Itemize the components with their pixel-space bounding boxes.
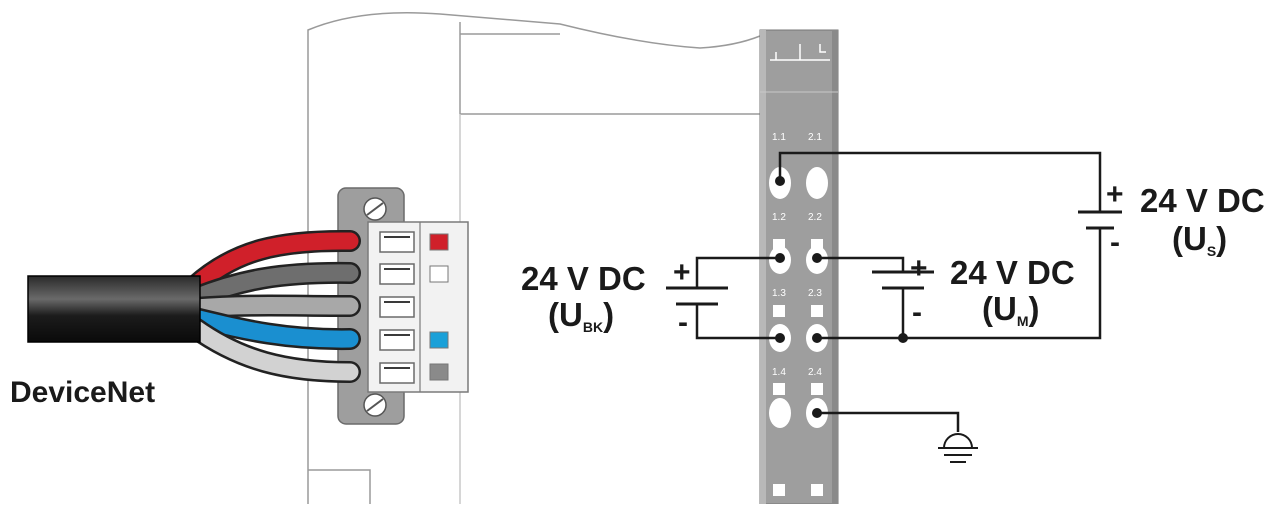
screw-icon — [363, 393, 387, 417]
us-voltage-label: 24 V DC — [1140, 182, 1265, 219]
terminal-label-1-2: 1.2 — [772, 212, 786, 223]
marker-red — [429, 233, 449, 251]
terminal-label-2-2: 2.2 — [808, 212, 822, 223]
battery-um — [872, 270, 934, 290]
ubk-minus-sign: - — [678, 306, 688, 339]
battery-us — [1078, 210, 1122, 230]
terminal-strip — [759, 29, 839, 505]
terminal-label-2-1: 2.1 — [808, 132, 822, 143]
um-id-label: (UM) — [982, 290, 1040, 329]
terminal-label-1-1: 1.1 — [772, 132, 786, 143]
ubk-id-label: (UBK) — [548, 296, 615, 335]
terminal-label-1-4: 1.4 — [772, 367, 786, 378]
us-plus-sign: + — [1106, 178, 1124, 211]
devicenet-cable — [27, 229, 361, 383]
screw-icon — [363, 197, 387, 221]
um-plus-sign: + — [910, 252, 928, 285]
marker-white — [429, 265, 449, 283]
marker-gray — [429, 363, 449, 381]
terminal-label-1-3: 1.3 — [772, 288, 786, 299]
battery-ubk — [666, 286, 728, 306]
terminal-label-2-3: 2.3 — [808, 288, 822, 299]
us-id-label: (US) — [1172, 220, 1228, 259]
ground-icon — [938, 433, 978, 463]
ubk-voltage-label: 24 V DC — [521, 260, 646, 297]
um-minus-sign: - — [912, 296, 922, 329]
junction-dots — [775, 176, 908, 418]
wiring — [695, 151, 1102, 432]
ubk-plus-sign: + — [673, 256, 691, 289]
um-voltage-label: 24 V DC — [950, 254, 1075, 291]
terminal-label-2-4: 2.4 — [808, 367, 822, 378]
marker-blue — [429, 331, 449, 349]
devicenet-label: DeviceNet — [10, 376, 156, 409]
us-minus-sign: - — [1110, 226, 1120, 259]
